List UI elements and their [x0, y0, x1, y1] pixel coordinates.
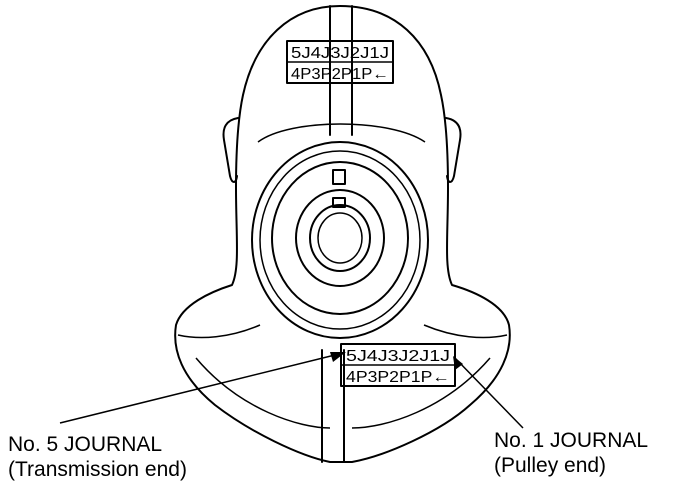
bore-ring-6: [317, 212, 363, 264]
bottom-code-plate: 5J4J3J2J1J 4P3P2P1P←: [340, 343, 456, 387]
top-code-plate: 5J4J3J2J1J 4P3P2P1P←: [286, 40, 394, 84]
bore-ring-4: [295, 189, 385, 287]
bore-ring-5: [309, 204, 371, 272]
pulley-end-label: (Pulley end): [494, 454, 606, 477]
no1-journal-label: No. 1 JOURNAL: [494, 429, 648, 452]
upper-inner-curve: [257, 123, 426, 143]
no5-journal-label: No. 5 JOURNAL: [8, 433, 162, 456]
top-code-line2: 4P3P2P1P←: [291, 66, 389, 83]
bottom-code-line1: 5J4J3J2J1J: [346, 348, 450, 365]
left-leader-arrow: [59, 352, 346, 424]
bore-ring-2: [259, 150, 421, 330]
upper-notch: [332, 169, 346, 185]
lower-inner-curve: [195, 357, 331, 429]
lower-inner-curve-right: [351, 357, 491, 429]
block-outline: [174, 5, 511, 463]
lower-skirt-line: [177, 324, 261, 339]
bottom-code-line2: 4P3P2P1P←: [346, 369, 450, 386]
transmission-end-label: (Transmission end): [8, 458, 187, 481]
lower-skirt-line-right: [423, 324, 508, 339]
right-ear: [445, 117, 462, 183]
bore-ring-3: [271, 161, 409, 315]
top-slot: [329, 5, 353, 136]
top-code-line1: 5J4J3J2J1J: [291, 45, 389, 62]
left-ear: [222, 117, 239, 183]
bottom-slot: [321, 349, 345, 463]
bore-outer-ring: [251, 141, 429, 339]
inner-notch: [332, 197, 346, 208]
right-leader-arrow: [453, 356, 524, 429]
